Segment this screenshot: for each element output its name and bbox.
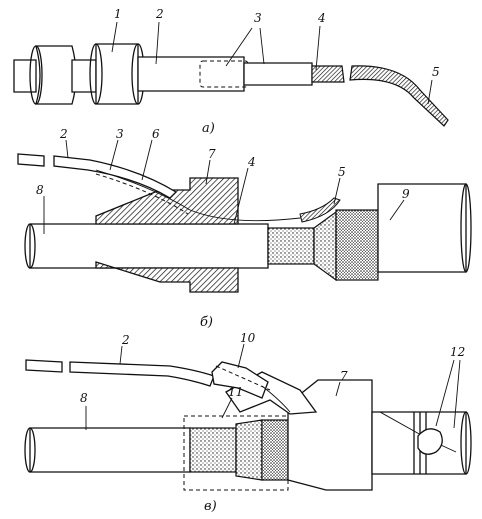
wire-2-c	[69, 361, 215, 387]
label-c-7: 7	[340, 369, 348, 383]
label-b-4: 4	[247, 155, 256, 169]
label-b-8: 8	[36, 183, 44, 197]
label-b-2: 2	[59, 127, 68, 141]
panel-c: 2 10 8 11 7 12 в)	[24, 331, 472, 514]
cable-sheath-2	[137, 56, 245, 92]
label-b-7: 7	[208, 147, 216, 161]
conductor-4	[311, 65, 345, 83]
label-c-8: 8	[80, 391, 88, 405]
label-5: 5	[432, 65, 440, 79]
connector-10	[211, 361, 269, 399]
label-c-10: 10	[240, 331, 256, 345]
label-4: 4	[317, 11, 326, 25]
label-2: 2	[155, 7, 164, 21]
label-c-11: 11	[228, 385, 243, 399]
wire-5	[349, 65, 449, 127]
cable-8	[29, 223, 269, 269]
caption-c: в)	[204, 499, 217, 514]
label-3: 3	[254, 11, 262, 25]
wire-5-b	[299, 197, 341, 223]
label-b-9: 9	[402, 187, 410, 201]
label-b-3: 3	[116, 127, 124, 141]
caption-a: а)	[202, 121, 215, 136]
label-b-5: 5	[338, 165, 346, 179]
collar-left	[35, 45, 77, 105]
cable-8-c	[29, 427, 191, 473]
panel-b: 2 3 6 7 5 4 8 9 б)	[17, 127, 472, 330]
tie-knot-12	[417, 428, 443, 455]
wire-2	[53, 155, 178, 199]
label-c-2: 2	[121, 333, 130, 347]
label-b-6: 6	[152, 127, 160, 141]
cable-end-left	[13, 59, 37, 93]
semi-conductive-layer-9	[335, 209, 379, 281]
label-1: 1	[114, 7, 122, 21]
panel-a: 1 2 3 4 5 а)	[13, 7, 449, 136]
caption-b: б)	[200, 315, 213, 330]
insulation-3	[243, 62, 313, 86]
label-c-12: 12	[450, 345, 465, 359]
